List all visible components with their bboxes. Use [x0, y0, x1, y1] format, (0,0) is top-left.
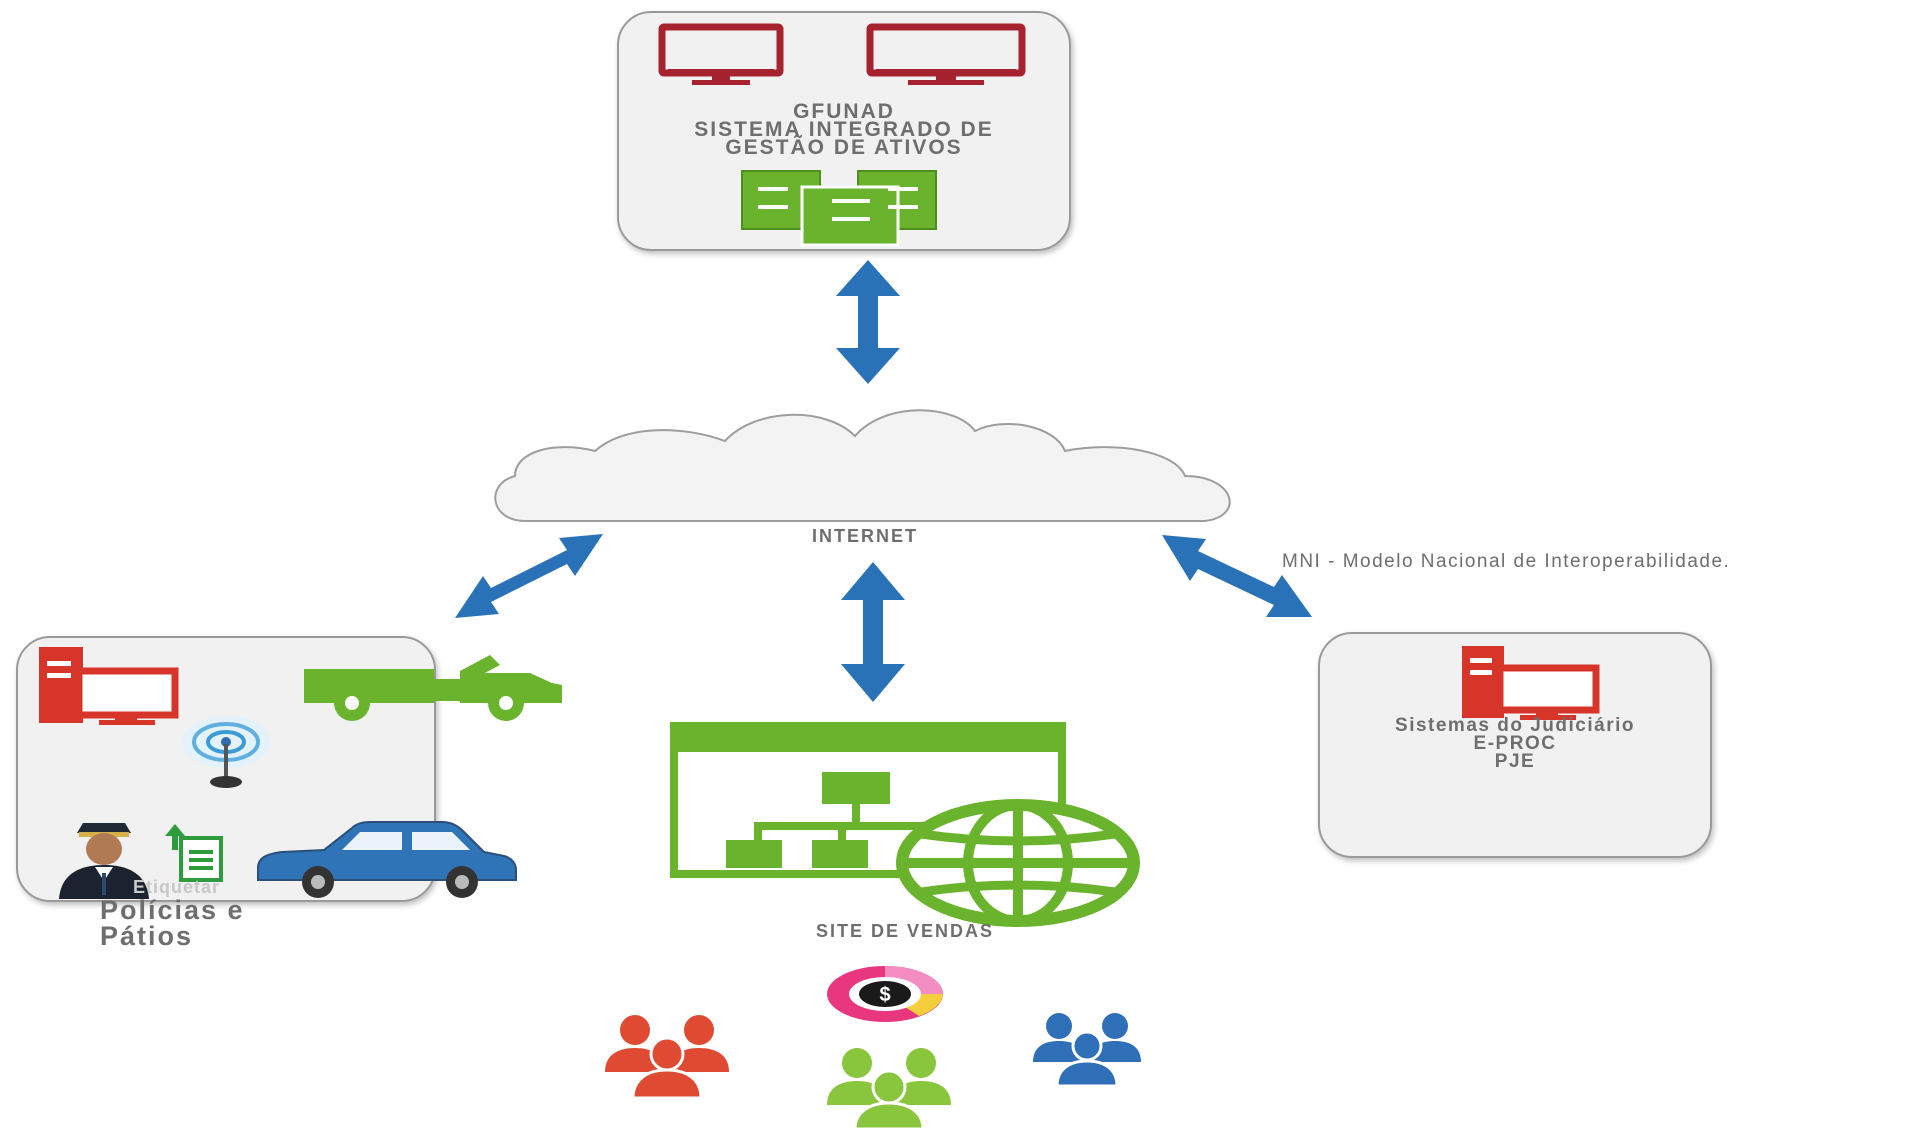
- document-upload-icon: [165, 824, 223, 882]
- computer-icon: [39, 647, 179, 725]
- policias-label-line2: Pátios: [100, 921, 194, 951]
- gfunad-subtitle-2: GESTÃO DE ATIVOS: [725, 136, 963, 159]
- judiciario-title: Sistemas do Judiciário: [1395, 715, 1635, 736]
- police-officer-icon: [59, 823, 149, 899]
- truck-icon: [304, 655, 562, 721]
- gfunad-subtitle-1: SISTEMA INTEGRADO DE: [694, 118, 994, 141]
- mni-label: MNI - Modelo Nacional de Interoperabilid…: [1282, 551, 1731, 572]
- policias-label: Polícias e Pátios: [100, 895, 245, 951]
- computer-icon: [1462, 646, 1600, 720]
- bidirectional-arrow: [836, 260, 900, 384]
- car-icon: [257, 821, 517, 898]
- bidirectional-arrow: [455, 534, 603, 618]
- gfunad-title: GFUNAD: [793, 100, 895, 123]
- svg-text:$: $: [879, 984, 890, 1006]
- users-green-icon: [827, 1048, 951, 1131]
- site-vendas-label: SITE DE VENDAS: [815, 921, 995, 941]
- bidirectional-arrow: [1162, 535, 1312, 617]
- internet-label: INTERNET: [812, 526, 918, 546]
- cloud-icon: [494, 409, 1231, 522]
- etiquetar-label: Etiquetar: [133, 877, 221, 897]
- users-blue-icon: [1033, 1013, 1141, 1088]
- judiciario-pje: PJE: [1494, 751, 1536, 772]
- globe-icon: [896, 799, 1140, 927]
- monitor-icon: [658, 23, 784, 85]
- judiciario-label: Sistemas do Judiciário E-PROC PJE: [1318, 715, 1712, 772]
- bidirectional-arrow: [841, 562, 905, 702]
- antenna-icon: [182, 716, 270, 788]
- gfunad-label: GFUNAD SISTEMA INTEGRADO DE GESTÃO DE AT…: [617, 100, 1071, 159]
- judiciario-eproc: E-PROC: [1473, 733, 1557, 754]
- monitor-icon: [866, 23, 1026, 85]
- policias-label-line1: Polícias e: [100, 895, 245, 925]
- dollar-icon: $: [827, 966, 943, 1022]
- users-red-icon: [605, 1015, 729, 1100]
- server-icon: [741, 170, 937, 247]
